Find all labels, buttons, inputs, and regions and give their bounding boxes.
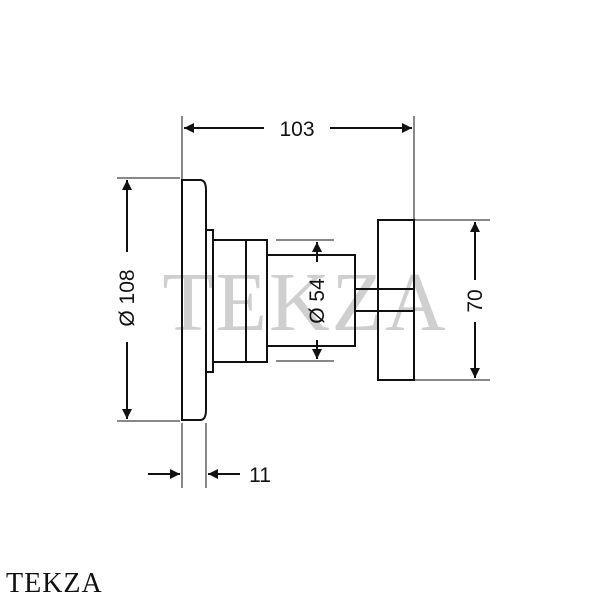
handle-shape [377, 219, 415, 381]
dim-body-diameter-label: Ø 54 [306, 278, 329, 324]
brand-label: TEKZA [6, 568, 103, 599]
flange-shape [181, 179, 207, 421]
part-outline [181, 179, 415, 421]
dimension-lines [122, 123, 480, 479]
watermark-text: TEKZA [162, 256, 447, 349]
dim-thickness-label: 11 [249, 464, 271, 487]
dim-flange-diameter-label: Ø 108 [116, 269, 139, 326]
dim-handle-height-label: 70 [464, 289, 487, 312]
dim-length-label: 103 [279, 118, 314, 141]
extension-lines [117, 116, 490, 488]
